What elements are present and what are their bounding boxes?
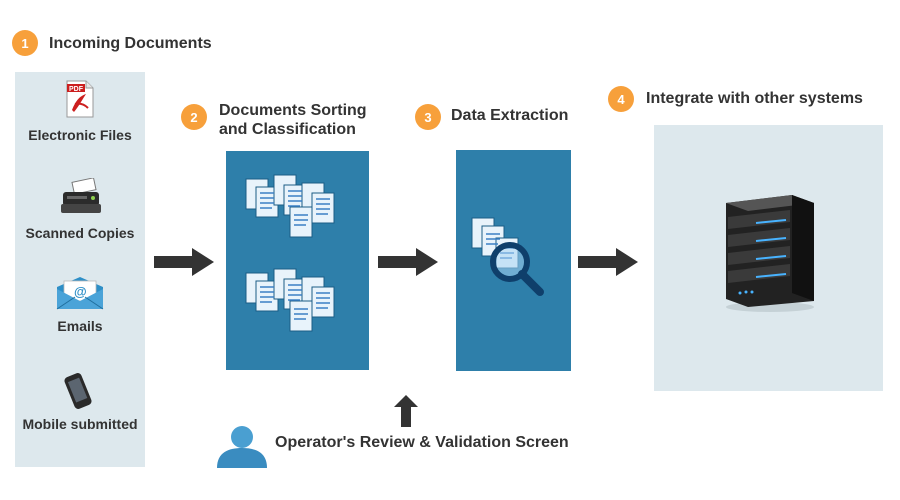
pdf-file-icon: PDF: [66, 80, 94, 118]
incoming-documents-panel: PDF Electronic Files Scanned Copies @ Em…: [15, 72, 145, 467]
step-1-title: Incoming Documents: [49, 35, 212, 52]
step-4-number: 4: [617, 91, 625, 107]
sorting-classification-box: [226, 151, 369, 370]
right-arrow-icon: [578, 248, 638, 276]
step-2-title-line1: Documents Sorting: [219, 102, 367, 119]
documents-stack-icon: [245, 268, 335, 332]
source-scanned-copies: Scanned Copies: [25, 225, 135, 241]
step-2-number: 2: [190, 109, 198, 125]
integrate-systems-panel: [654, 125, 883, 391]
source-emails: Emails: [57, 318, 103, 334]
data-extraction-box: [456, 150, 571, 371]
step-2-title: Documents Sorting and Classification: [219, 101, 367, 139]
right-arrow-icon: [154, 248, 214, 276]
svg-text:@: @: [74, 284, 87, 299]
scanner-icon: [61, 178, 101, 213]
server-icon: [726, 195, 814, 312]
step-4-title: Integrate with other systems: [646, 90, 863, 107]
step-1-badge: 1: [12, 30, 38, 56]
mobile-phone-icon: [64, 373, 92, 409]
document-search-icon: [471, 217, 544, 296]
step-2-title-line2: and Classification: [219, 121, 356, 138]
step-1-number: 1: [21, 35, 29, 51]
right-arrow-icon: [378, 248, 438, 276]
documents-stack-icon: [245, 174, 335, 238]
step-3-title: Data Extraction: [451, 107, 569, 124]
source-electronic-files: Electronic Files: [28, 127, 132, 143]
source-mobile-submitted: Mobile submitted: [22, 416, 138, 432]
svg-text:PDF: PDF: [69, 86, 84, 93]
up-arrow-icon: [394, 395, 418, 427]
email-envelope-icon: @: [56, 277, 104, 310]
step-4-badge: 4: [608, 86, 634, 112]
step-3-number: 3: [424, 109, 432, 125]
user-icon: [217, 426, 267, 468]
step-2-badge: 2: [181, 104, 207, 130]
operator-review-label: Operator's Review & Validation Screen: [275, 434, 569, 451]
step-3-badge: 3: [415, 104, 441, 130]
